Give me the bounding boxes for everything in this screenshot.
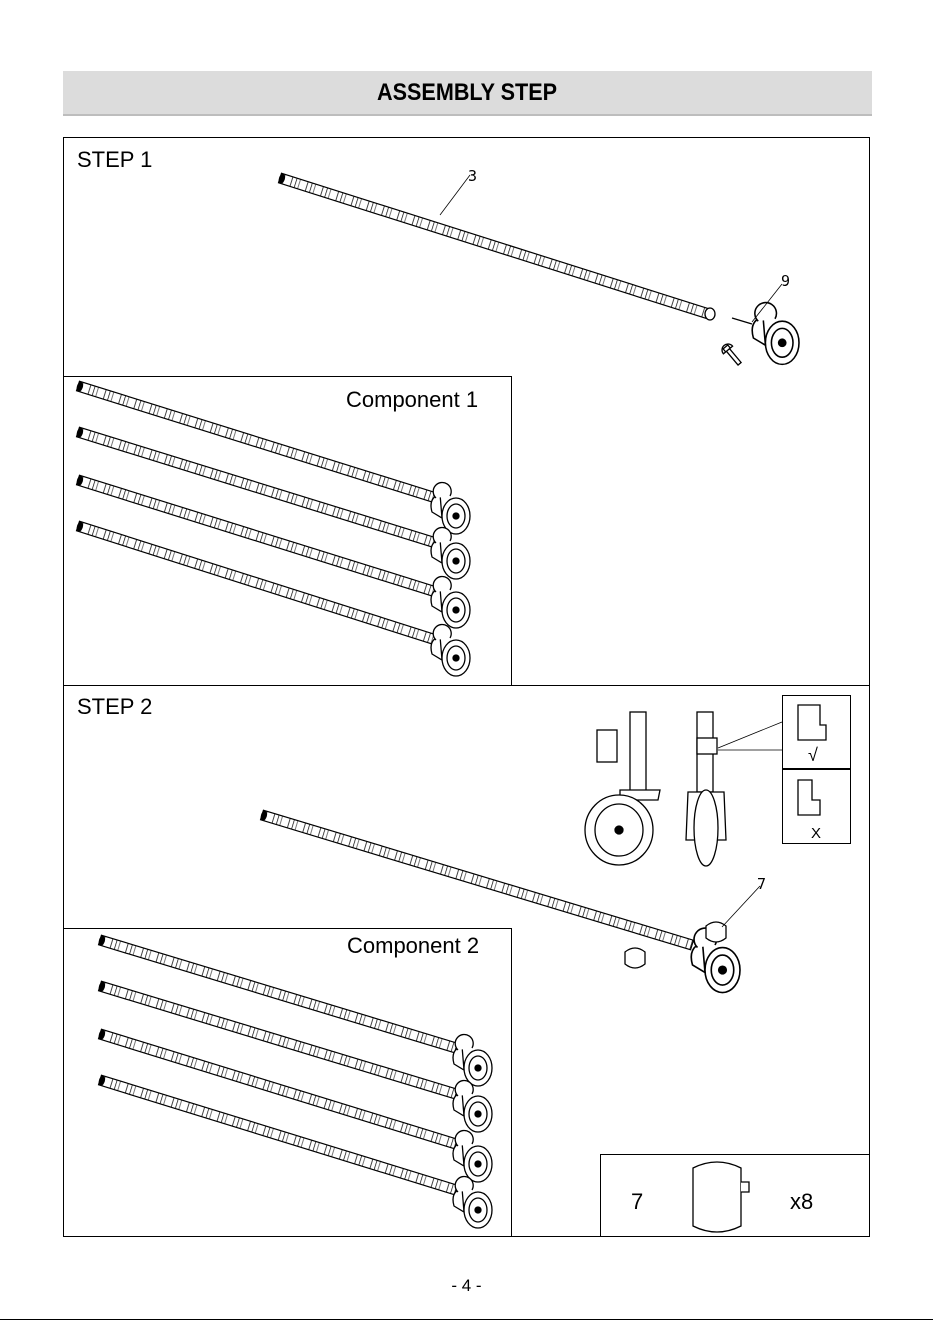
bolt-shaft — [732, 318, 752, 324]
step1-caster-wheel — [752, 303, 799, 365]
component2-caster-wheel — [453, 1130, 492, 1182]
step1-rod — [278, 173, 714, 320]
clip-leader-line — [722, 886, 760, 927]
component2-caster-wheel — [453, 1176, 492, 1228]
component1-caster-wheel — [431, 624, 470, 676]
rod-end-cap — [705, 308, 715, 320]
loose-clip — [625, 948, 645, 968]
component2-caster-wheel — [453, 1080, 492, 1132]
clip-detail — [706, 922, 726, 942]
clip-part-icon — [693, 1162, 749, 1232]
component2-caster-wheel — [453, 1034, 492, 1086]
incorrect-fit-profile — [798, 780, 820, 815]
caster-detail-drawing — [585, 712, 782, 866]
bottom-rule — [0, 1319, 933, 1320]
page-number: - 4 - — [0, 1276, 933, 1296]
component1-caster-wheel — [431, 527, 470, 579]
component1-caster-wheel — [431, 482, 470, 534]
wrench-icon — [720, 342, 745, 368]
rod-leader-line — [440, 175, 470, 215]
correct-fit-profile — [798, 705, 826, 740]
component1-caster-wheel — [431, 576, 470, 628]
